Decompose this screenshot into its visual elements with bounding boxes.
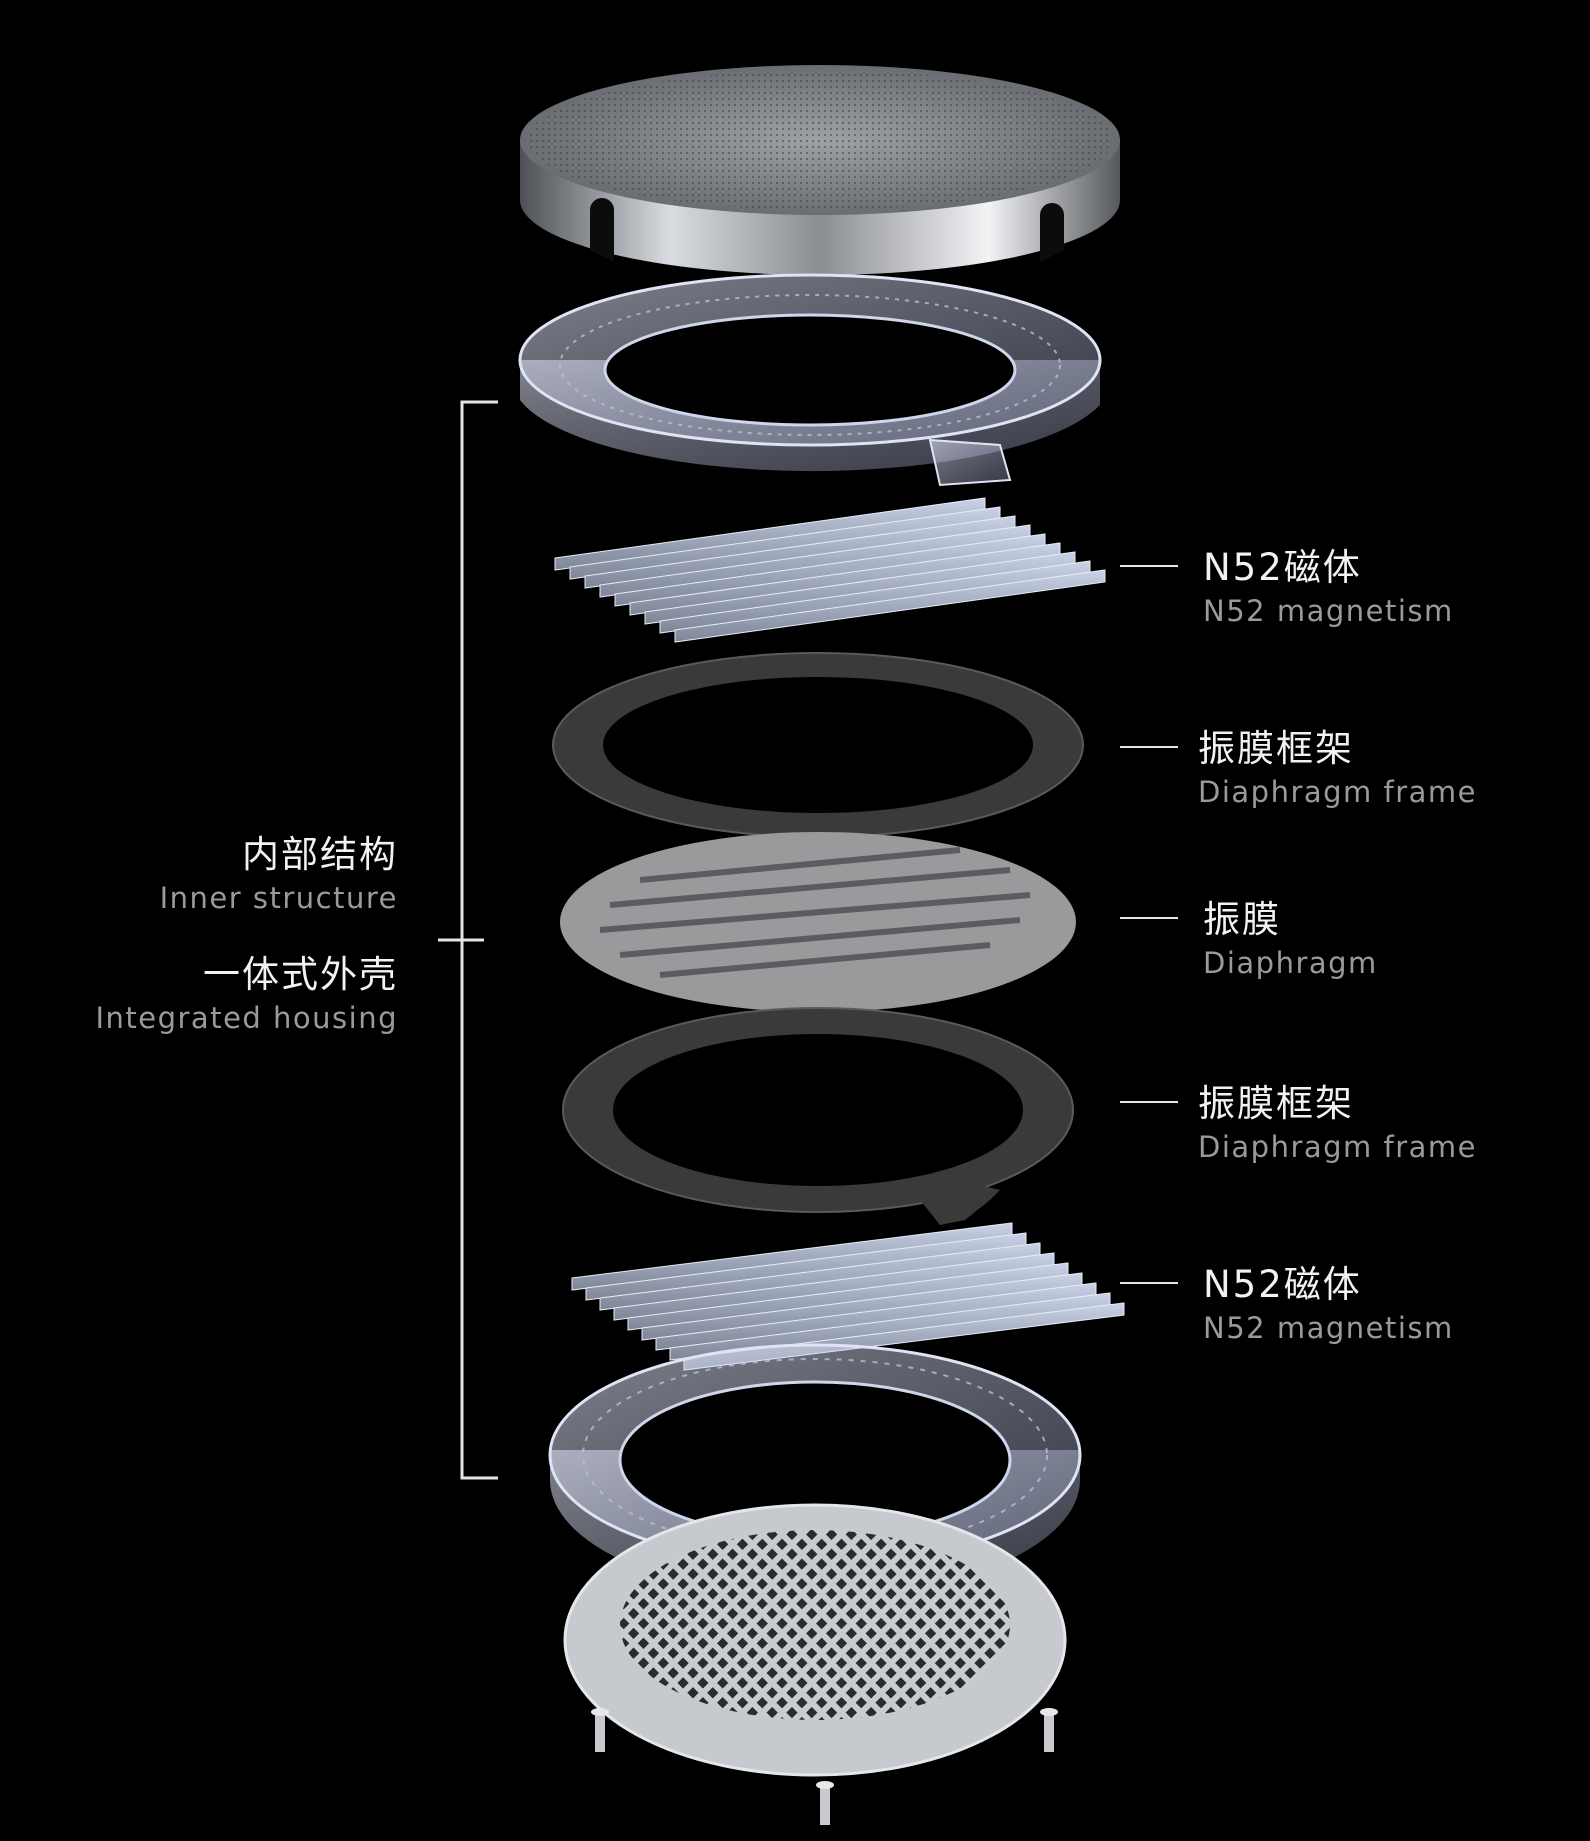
label-en: Diaphragm frame: [1198, 775, 1478, 809]
label-en: Diaphragm frame: [1198, 1130, 1478, 1164]
upper-diaphragm-frame: [552, 652, 1084, 838]
label-zh: 振膜框架: [1198, 1082, 1354, 1125]
upper-magnet-array: [554, 497, 1106, 643]
label-n52-magnet-lower: N52磁体 N52 magnetism: [1203, 1262, 1454, 1348]
inner-structure-bracket: [438, 400, 498, 1480]
bottom-perforated-plate: [563, 1503, 1067, 1777]
label-en: Diaphragm: [1203, 946, 1378, 980]
label-diaphragm-frame-lower: 振膜框架 Diaphragm frame: [1198, 1081, 1477, 1167]
label-zh: 内部结构: [242, 833, 398, 876]
screw: [591, 1708, 609, 1752]
top-grille-cap: [520, 65, 1120, 275]
label-integrated-housing: 一体式外壳 Integrated housing: [95, 952, 398, 1038]
screw: [1040, 1708, 1058, 1752]
screw: [816, 1781, 834, 1825]
label-zh: 振膜: [1203, 898, 1281, 941]
leader-line: [1120, 565, 1178, 567]
label-zh: 一体式外壳: [203, 953, 398, 996]
label-zh: N52磁体: [1203, 546, 1362, 589]
label-zh: N52磁体: [1203, 1263, 1362, 1306]
label-en: N52 magnetism: [1203, 594, 1454, 628]
label-diaphragm: 振膜 Diaphragm: [1203, 897, 1378, 983]
magnet-bar: [674, 569, 1106, 643]
lower-magnet-array: [571, 1222, 1125, 1371]
label-n52-magnet-upper: N52磁体 N52 magnetism: [1203, 545, 1454, 631]
leader-line: [1120, 1282, 1178, 1284]
label-en: Inner structure: [159, 881, 398, 915]
lower-diaphragm-frame: [562, 1007, 1074, 1225]
upper-clear-housing: [518, 273, 1102, 487]
leader-line: [1120, 1101, 1178, 1103]
label-diaphragm-frame-upper: 振膜框架 Diaphragm frame: [1198, 726, 1477, 812]
label-en: N52 magnetism: [1203, 1311, 1454, 1345]
label-en: Integrated housing: [95, 1001, 398, 1035]
leader-line: [1120, 746, 1178, 748]
label-inner-structure: 内部结构 Inner structure: [160, 832, 398, 918]
label-zh: 振膜框架: [1198, 727, 1354, 770]
diaphragm: [560, 832, 1076, 1012]
leader-line: [1120, 917, 1178, 919]
